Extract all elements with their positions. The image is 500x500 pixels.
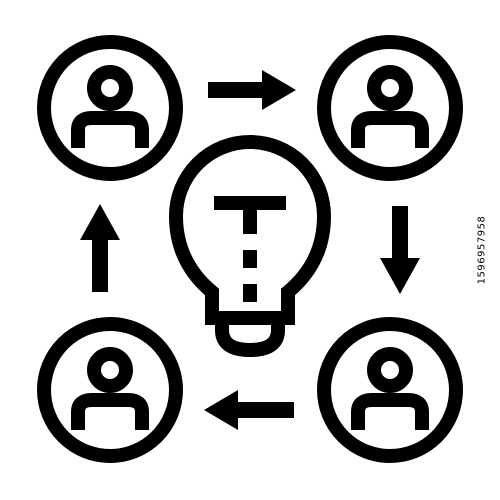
- lightbulb-filament-icon: [214, 196, 286, 302]
- arrow-right-icon: [208, 70, 296, 110]
- person-top-right-icon: [317, 35, 463, 181]
- person-bottom-left-icon: [37, 317, 183, 463]
- lightbulb-icon: [168, 135, 332, 358]
- arrow-down-icon: [380, 206, 420, 294]
- arrow-up-icon: [80, 204, 120, 292]
- person-top-left-icon: [37, 35, 183, 181]
- stock-id-watermark: 1596957958: [476, 215, 488, 285]
- arrow-left-icon: [204, 390, 294, 430]
- person-bottom-right-icon: [317, 317, 463, 463]
